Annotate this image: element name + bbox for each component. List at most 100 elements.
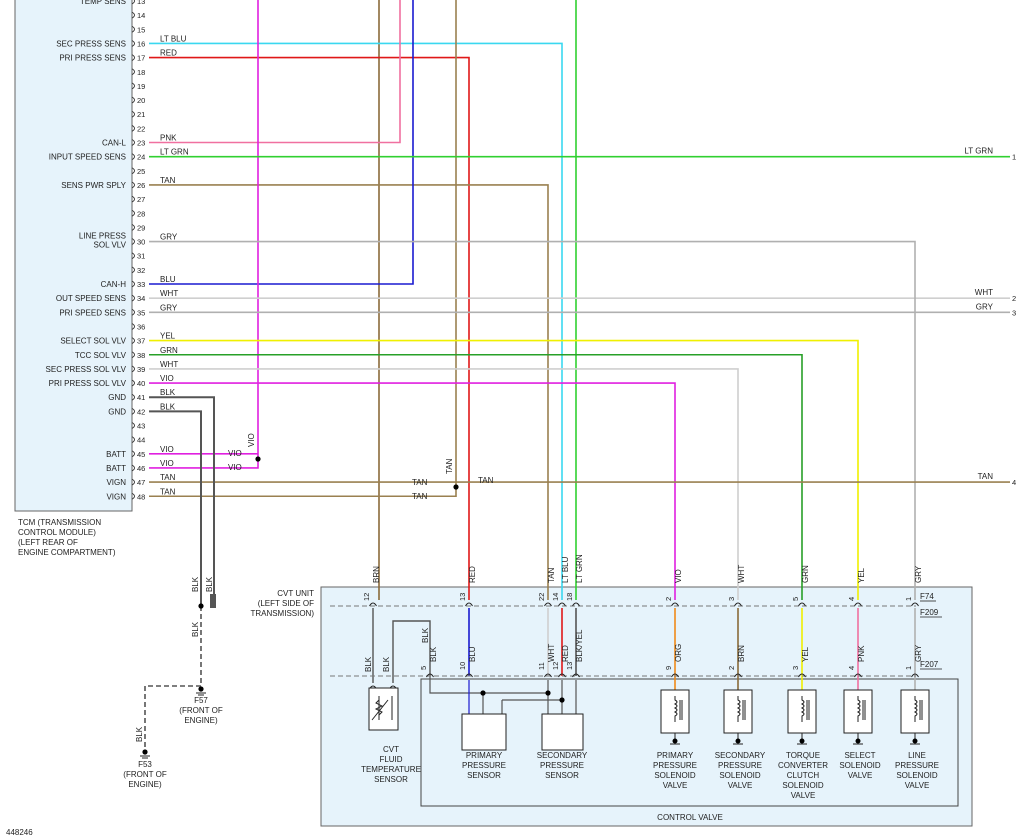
tcm-pin-mark — [131, 379, 135, 387]
component-caption: SOLENOID — [839, 761, 881, 770]
tcm-pin-mark — [131, 450, 135, 458]
cvt-top-pin — [544, 602, 552, 607]
tcm-pin-label: CAN-H — [101, 280, 127, 289]
tcm-pin-mark — [131, 238, 135, 245]
cvt-top-pin — [465, 602, 473, 607]
tcm-pin-number: 19 — [137, 82, 145, 91]
tcm-pin-mark — [131, 0, 135, 5]
component-caption: CONVERTER — [778, 761, 828, 770]
connector-label-f74: F74 — [920, 592, 934, 601]
cvt-inner-wire-label: ORG — [674, 644, 683, 662]
cvt-top-pin-number: 14 — [551, 593, 560, 601]
tcm-pin-mark — [131, 492, 135, 500]
ground-icon — [672, 738, 678, 744]
wire-red-pri-press-sens — [149, 56, 470, 600]
tcm-pin-label: PRI PRESS SENS — [59, 54, 126, 63]
tcm-pin-mark — [131, 393, 135, 401]
component-caption: CVT — [383, 745, 399, 754]
tcm-pin-mark — [131, 40, 135, 47]
tcm-pin-mark — [131, 139, 135, 146]
component-caption: TEMPERATURE — [361, 765, 421, 774]
component-caption: SENSOR — [467, 771, 501, 780]
tcm-pin-number: 25 — [137, 167, 145, 176]
tcm-wire-color-label: VIO — [160, 445, 174, 454]
wire-blk-gnd-41 — [149, 396, 215, 606]
tcm-wire-color-label: GRY — [160, 233, 178, 242]
cvt-inner-wire-label: PNK — [857, 645, 866, 662]
tcm-pin-number: 24 — [137, 153, 145, 162]
tcm-pin-number: 42 — [137, 407, 145, 416]
tcm-wire-color-label: PNK — [160, 134, 177, 143]
cvt-top-pin-number: 22 — [537, 593, 546, 601]
tcm-wire-color-label: GRN — [160, 346, 178, 355]
tcm-pin-label: BATT — [106, 464, 126, 473]
tcm-pin-mark — [131, 422, 135, 429]
tcm-wire-color-label: WHT — [160, 360, 178, 369]
tcm-pin-number: 15 — [137, 25, 145, 34]
cvt-inner-pin — [798, 673, 806, 678]
right-connector-wire-label: LT GRN — [964, 147, 993, 156]
control-valve-label: CONTROL VALVE — [657, 813, 723, 822]
component-caption: PRIMARY — [466, 751, 503, 760]
tcm-wire-color-label: BLU — [160, 275, 176, 284]
tcm-pin-mark — [131, 96, 135, 104]
cvt-inner-pin — [911, 673, 919, 678]
tcm-pin-number: 44 — [137, 436, 145, 445]
splice-vio — [255, 456, 261, 462]
tcm-pin-mark — [131, 224, 135, 231]
wire-vio-batt-46 — [149, 459, 259, 469]
cvt-inner-pin-number: 5 — [419, 666, 428, 670]
splice-sensor-pwr — [559, 697, 565, 703]
tcm-pin-number: 21 — [137, 110, 145, 119]
ground-f57-label: (FRONT OF — [179, 706, 223, 715]
cvt-top-wire-label: VIO — [674, 569, 683, 583]
cvt-inner-pin-number: 1 — [904, 666, 913, 670]
cvt-top-pin-number: 13 — [458, 593, 467, 601]
component-caption: VALVE — [663, 781, 688, 790]
right-connector-pin: 3 — [1012, 308, 1016, 317]
tcm-pin-mark — [131, 181, 135, 189]
cvt-inner-wire-label: BLK — [429, 646, 438, 662]
tcm-pin-mark — [131, 68, 135, 76]
wire-blk-ground-f53 — [144, 685, 201, 750]
component-caption: PRESSURE — [718, 761, 762, 770]
cvt-inner-pin — [671, 673, 679, 678]
right-connector-wire-label: GRY — [976, 302, 994, 311]
component-caption: PRIMARY — [657, 751, 694, 760]
cvt-inner-pin — [558, 673, 566, 678]
tcm-pin-mark — [131, 54, 135, 61]
tcm-pin-label: GND — [108, 407, 126, 416]
temp-sensor-wire-label: BLK — [364, 656, 373, 672]
wire-label-blk: BLK — [135, 726, 144, 742]
tcm-wire-color-label: TAN — [160, 487, 176, 496]
cvt-top-pin-number: 1 — [904, 597, 913, 601]
ground-f57-label: ENGINE) — [184, 716, 218, 725]
tcm-pin-mark — [131, 195, 135, 203]
cvt-inner-pin-number: 11 — [537, 662, 546, 670]
cvt-inner-pin-number: 10 — [458, 662, 467, 670]
tcm-pin-number: 38 — [137, 351, 145, 360]
component-caption: PRESSURE — [653, 761, 697, 770]
tcm-pin-label: VIGN — [106, 478, 126, 487]
tcm-pin-mark — [131, 351, 135, 359]
tcm-pin-number: 41 — [137, 393, 145, 402]
tcm-pin-number: 47 — [137, 478, 145, 487]
splice-tan — [453, 484, 459, 490]
cvt-unit-box — [320, 586, 973, 827]
wire-vio-pri-press-sol — [149, 382, 676, 600]
tcm-pin-label: TCC SOL VLV — [75, 351, 127, 360]
tcm-pin-mark — [131, 266, 135, 274]
cvt-top-pin — [734, 602, 742, 607]
ground-f53-label: ENGINE) — [128, 780, 162, 789]
tcm-pin-mark — [131, 252, 135, 260]
tcm-wire-color-label: YEL — [160, 332, 176, 341]
tcm-pin-number: 40 — [137, 379, 145, 388]
tcm-pin-mark — [131, 478, 135, 486]
tcm-pin-label: CAN-L — [102, 139, 127, 148]
wire-tan-vign-48 — [149, 487, 457, 498]
component-caption: SECONDARY — [537, 751, 588, 760]
cvt-top-wire-label: YEL — [857, 567, 866, 583]
component-caption: SOLENOID — [896, 771, 938, 780]
cvt-top-pin — [798, 602, 806, 607]
